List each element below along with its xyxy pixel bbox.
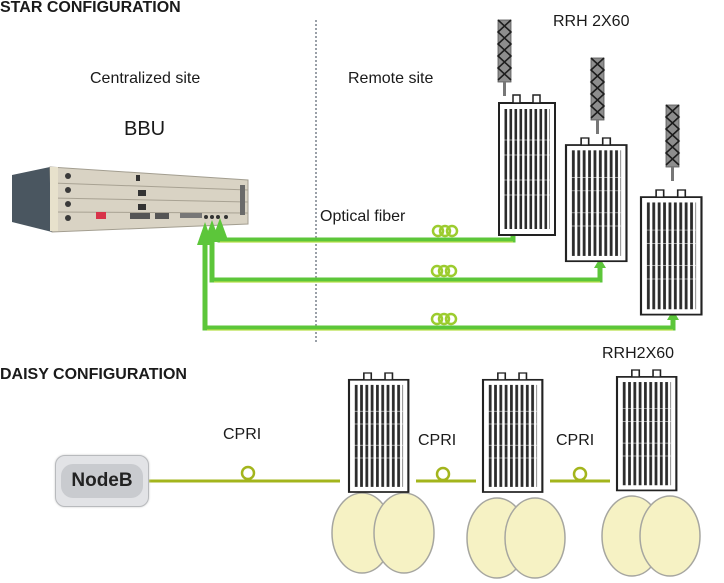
antenna-lobe-icon (374, 493, 434, 573)
antenna-icon (666, 105, 679, 181)
antenna-lobe-icon (505, 498, 565, 578)
antenna-icon (591, 58, 604, 134)
daisy-rrh-3 (602, 370, 700, 576)
daisy-rrh-2 (467, 373, 565, 578)
star-rrh-2 (566, 58, 626, 261)
nodeb-label: NodeB (61, 464, 143, 498)
daisy-rrh-1 (332, 373, 434, 573)
cpri-link-3 (550, 468, 610, 481)
antenna-lobe-icon (640, 496, 700, 576)
star-rrh-1 (498, 20, 555, 235)
nodeb-box: NodeB (55, 455, 149, 507)
antenna-icon (498, 20, 511, 96)
cpri-link-1 (148, 467, 340, 481)
cpri-link-2 (416, 468, 476, 481)
star-rrh-3 (641, 105, 701, 315)
fiber-link-1 (220, 220, 519, 242)
